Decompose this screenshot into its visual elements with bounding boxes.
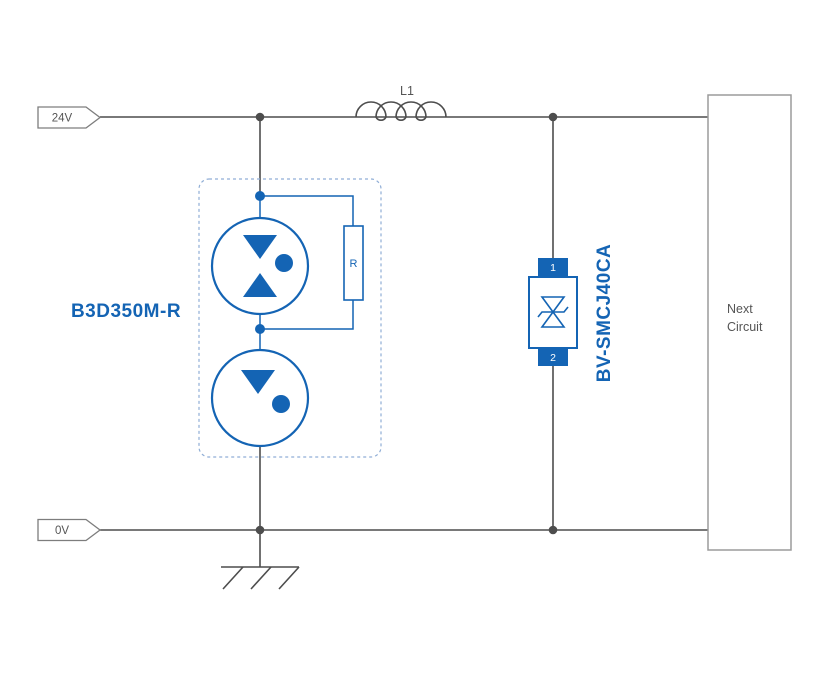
inductor-label: L1 [400, 84, 414, 98]
resistor-branch-wire-bottom [260, 300, 354, 330]
tvs-pin1-pad [538, 258, 568, 276]
ground-hatch-3 [278, 566, 300, 590]
gdt-tube-2-outline [210, 348, 310, 448]
resistor-branch-wire-top [260, 195, 354, 226]
tvs-triangle-down [540, 296, 566, 314]
tvs-symbol [537, 296, 569, 328]
tvs-pin1-label: 1 [550, 262, 556, 274]
terminal-0v-label: 0V [55, 525, 69, 537]
gdt-tube-2-dot [272, 395, 290, 413]
tvs-diode-group: 1 2 BV-SMCJ40CA [528, 117, 615, 530]
junction-dot-top-left [255, 112, 265, 122]
gdt-arrester-group: R B3D350M-R [71, 117, 382, 530]
tvs-triangle-up [540, 310, 566, 328]
gdt-junction-dot-middle [255, 324, 265, 334]
next-circuit-outline [707, 94, 792, 551]
gdt-tube-2-triangle-down [241, 370, 275, 394]
tvs-part-label: BV-SMCJ40CA [594, 244, 615, 383]
inductor-symbol: L1 [355, 84, 447, 121]
terminal-0v-tag: 0V [37, 518, 102, 542]
next-circuit-box: Next Circuit [707, 94, 792, 551]
tvs-pin2-pad [538, 348, 568, 366]
gdt-tube-1-dot [275, 254, 293, 272]
ground-hatch-2 [250, 566, 272, 590]
next-circuit-label-line2: Circuit [727, 320, 763, 334]
gdt-tube-2 [210, 348, 310, 448]
terminal-24v-label: 24V [52, 113, 73, 125]
resistor-symbol [343, 225, 364, 301]
ground-hatch-1 [222, 566, 244, 590]
junction-dot-bottom-right [548, 525, 558, 535]
terminal-0v-shape [37, 518, 102, 542]
terminal-24v-tag: 24V [37, 106, 102, 129]
junction-dot-top-right [548, 112, 558, 122]
gdt-tube-1-triangle-up [243, 273, 277, 297]
resistor-label: R [350, 258, 358, 270]
gdt-dashed-outline [198, 178, 382, 458]
ground-icon [221, 530, 300, 590]
gdt-tube-1-outline [210, 216, 310, 316]
gdt-tube-1-triangle-down [243, 235, 277, 259]
next-circuit-label-line1: Next [727, 302, 753, 316]
tvs-center-bar [537, 306, 569, 318]
gdt-part-label: B3D350M-R [71, 301, 181, 322]
terminal-24v-shape [37, 106, 102, 129]
inductor-coil [355, 101, 447, 121]
gdt-junction-dot-top [255, 191, 265, 201]
tvs-pin2-label: 2 [550, 352, 556, 364]
junction-dot-bottom-left [255, 525, 265, 535]
gdt-tube-1 [210, 216, 310, 316]
